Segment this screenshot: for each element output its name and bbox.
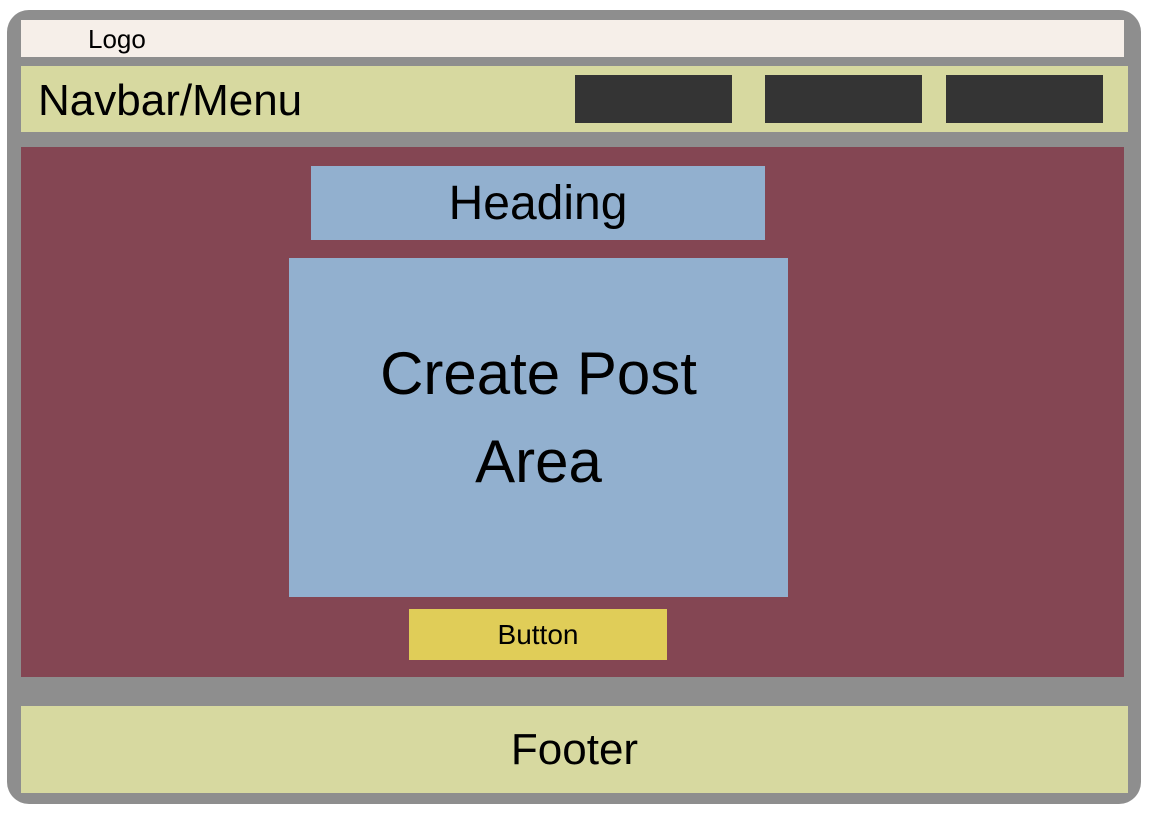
create-post-area-label-line2: Area [475,428,602,495]
create-post-area[interactable] [289,258,788,597]
submit-button[interactable]: Button [409,609,667,660]
footer-text: Footer [510,724,639,774]
logo[interactable]: Logo [88,24,146,54]
submit-button-label: Button [497,618,579,650]
page-heading-text: Heading [448,176,628,230]
nav-item-2[interactable] [765,75,922,123]
footer: Footer [21,706,1128,793]
create-post-area-label-line1: Create Post [380,340,697,407]
nav-item-3[interactable] [946,75,1103,123]
navbar [21,66,1128,132]
logo-bar [21,20,1124,57]
navbar-title: Navbar/Menu [38,76,303,125]
create-post-area-label: Create Post Area [289,330,788,506]
page-heading: Heading [311,166,765,240]
nav-item-1[interactable] [575,75,732,123]
